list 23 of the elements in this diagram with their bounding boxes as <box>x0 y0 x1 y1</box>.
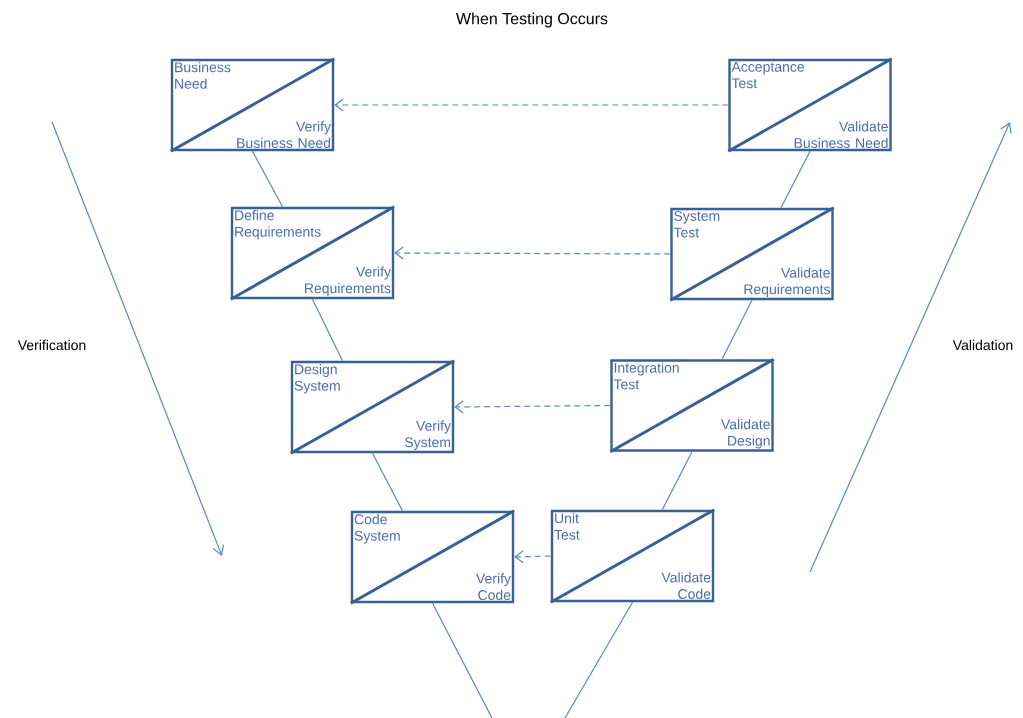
dashed-arrow <box>394 246 671 260</box>
split-box: Design System Verify System <box>290 359 455 455</box>
connector-line <box>431 602 493 718</box>
connector-line <box>371 452 404 512</box>
split-box: Unit Test Validate Code <box>550 508 715 604</box>
connector-line <box>721 299 753 360</box>
dashed-arrow <box>514 550 552 564</box>
connector-line <box>251 150 284 208</box>
dashed-arrow <box>454 400 611 414</box>
split-box: Define Requirements Verify Requirements <box>230 205 395 301</box>
split-box: Code System Verify Code <box>350 509 515 605</box>
connector-line <box>564 601 634 718</box>
connector-line <box>311 298 344 362</box>
split-box: Business Need Verify Business Need <box>170 57 335 153</box>
split-box: Acceptance Test Validate Business Need <box>727 57 893 153</box>
connector-line <box>780 150 811 209</box>
side-label: Verification <box>17 339 86 351</box>
split-box: Integration Test Validate Design <box>609 358 775 453</box>
side-label: Validation <box>952 339 1013 351</box>
split-box: System Test Validate Requirements <box>669 206 835 302</box>
dashed-arrow <box>334 98 729 112</box>
connector-line <box>661 451 693 511</box>
title: When Testing Occurs <box>456 12 608 28</box>
